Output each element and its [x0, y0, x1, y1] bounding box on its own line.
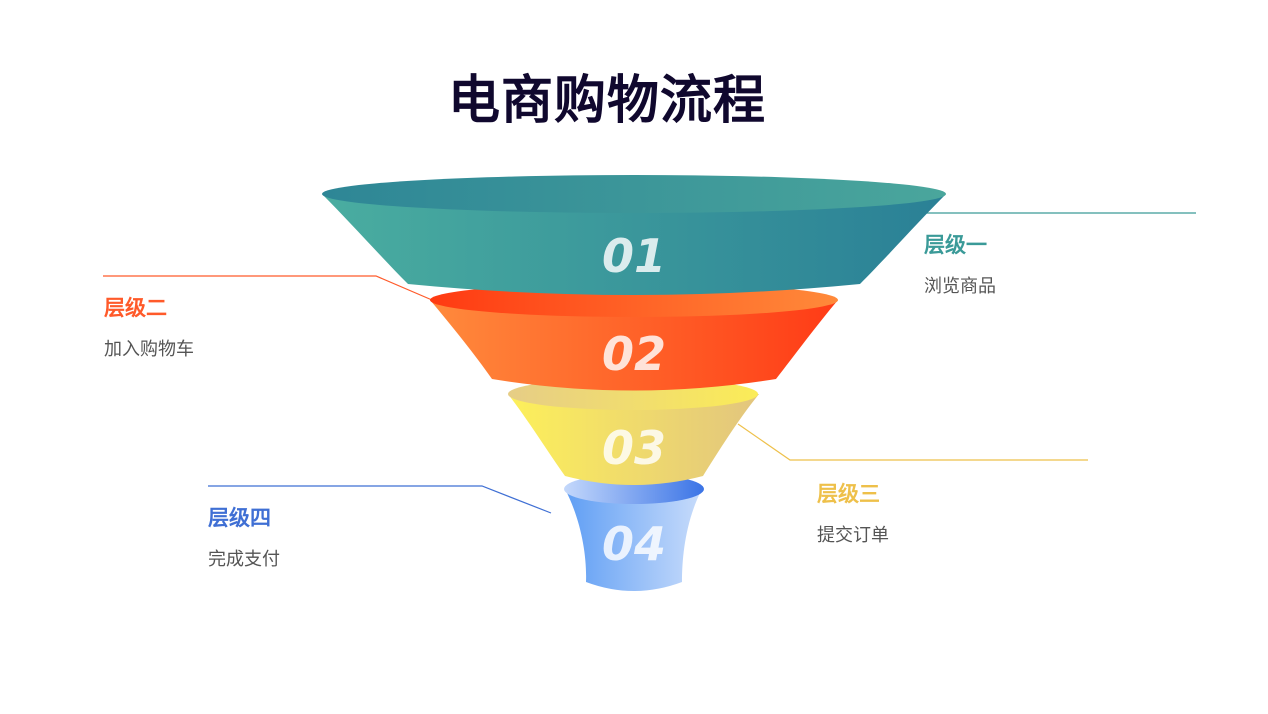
stage-description-3: 提交订单 [817, 525, 889, 546]
stage-label-1: 层级一 浏览商品 [924, 229, 996, 298]
stage-label-2: 层级二 加入购物车 [104, 292, 194, 361]
page-title: 电商购物流程 [447, 71, 766, 131]
funnel-layer-3: 03 [508, 378, 759, 485]
connector-line-1 [904, 212, 1196, 227]
funnel-layer-1: 01 [322, 175, 946, 295]
connector-line-4 [208, 485, 552, 514]
funnel-layer-2: 02 [430, 283, 838, 391]
stage-description-4: 完成支付 [208, 549, 280, 570]
stage-description-1: 浏览商品 [924, 276, 996, 297]
stage-label-4: 层级四 完成支付 [208, 502, 280, 571]
stage-level-2: 层级二 [104, 296, 167, 320]
stage-number-2: 02 [602, 327, 666, 381]
connector-line-2 [103, 275, 433, 301]
stage-level-4: 层级四 [208, 506, 271, 530]
stage-number-3: 03 [602, 421, 666, 475]
stage-number-1: 01 [602, 229, 666, 283]
stage-label-3: 层级三 提交订单 [817, 478, 889, 547]
stage-level-3: 层级三 [817, 482, 880, 506]
stage-level-1: 层级一 [924, 233, 987, 257]
connector-line-3 [737, 423, 1088, 461]
funnel-layer-4: 04 [564, 474, 704, 591]
stage-number-4: 04 [602, 517, 666, 571]
stage-description-2: 加入购物车 [104, 339, 194, 360]
